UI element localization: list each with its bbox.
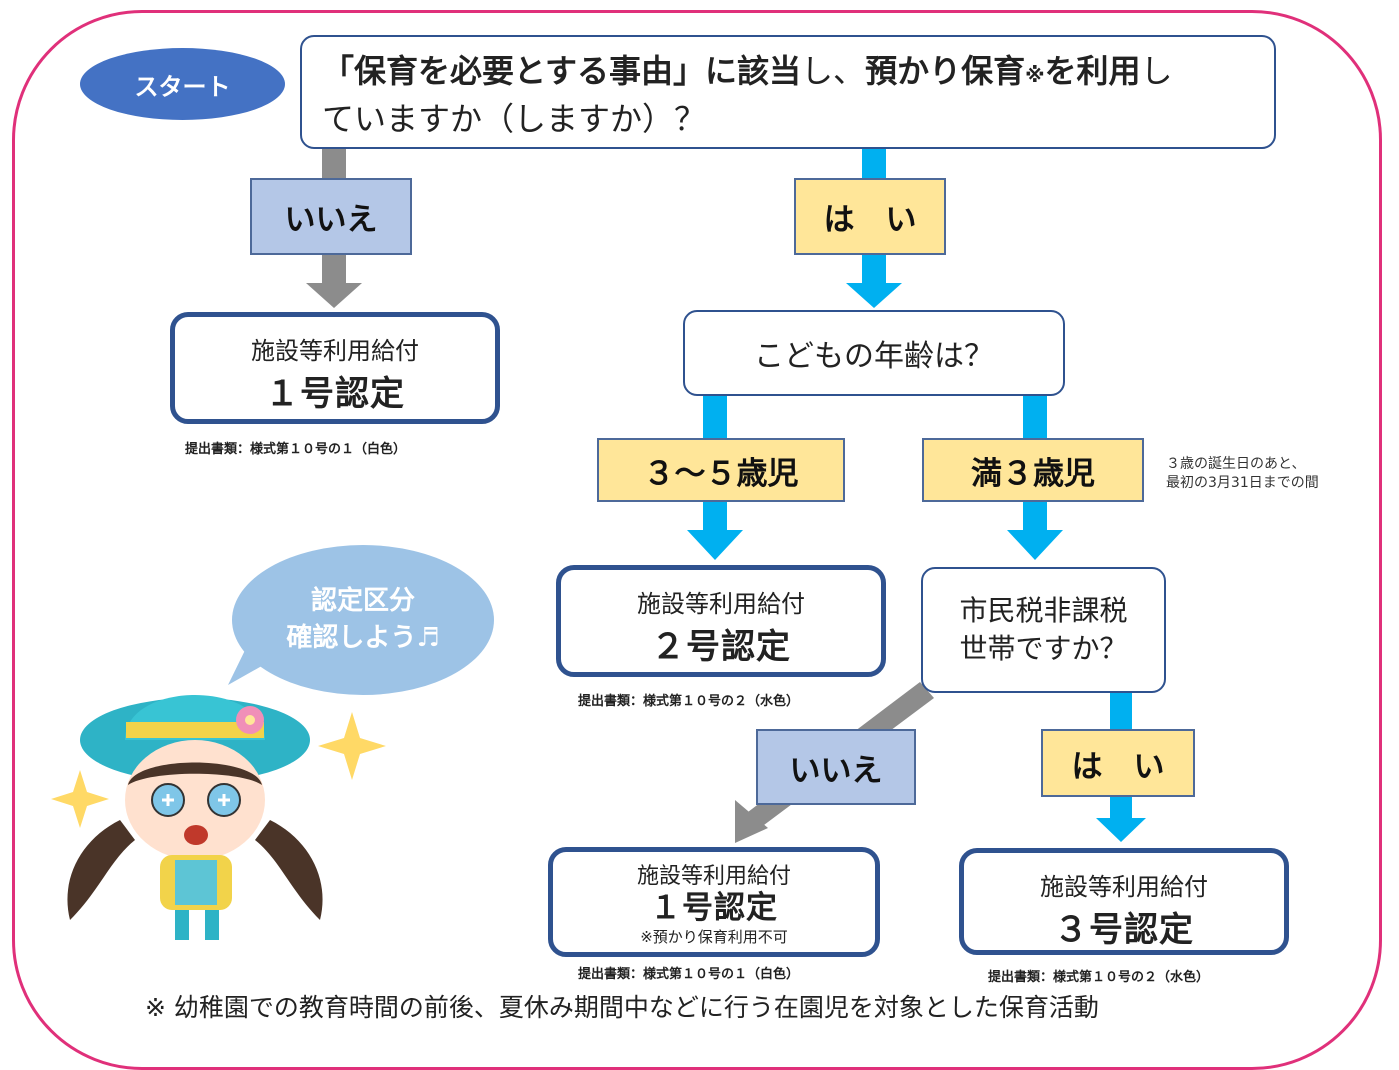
result1-doc: 提出書類：様式第１０号の１（白色） xyxy=(185,442,407,457)
arrow-blue-6-head xyxy=(1007,530,1063,560)
mascot-illustration xyxy=(51,695,386,940)
arrow-blue-3 xyxy=(703,396,727,438)
question1-part5: し xyxy=(1140,52,1173,90)
arrow-gray-diag-head xyxy=(735,800,768,843)
question1-part1: 「保育を必要とする事由」に該当 xyxy=(322,52,802,90)
question1-part3: 預かり保育 xyxy=(865,52,1026,90)
arrow-gray-1 xyxy=(322,148,346,178)
answer-no-1: いいえ xyxy=(250,178,412,255)
result-box-3: 施設等利用給付 ３号認定 xyxy=(959,848,1289,955)
start-badge: スタート xyxy=(80,48,285,120)
arrow-blue-6 xyxy=(1023,502,1047,532)
arrow-gray-2-head xyxy=(306,283,362,308)
result2-doc: 提出書類：様式第１０号の２（水色） xyxy=(578,694,800,709)
question-box-2: こどもの年齢は？ xyxy=(683,310,1065,396)
age-full3-box: 満３歳児 xyxy=(922,438,1144,502)
speech-bubble: 認定区分 確認しよう♬ xyxy=(232,545,494,695)
question-box-1: 「保育を必要とする事由」に該当し、預かり保育※を利用し ていますか（しますか）？ xyxy=(300,35,1276,149)
bubble-line1: 認定区分 xyxy=(310,586,415,616)
age-3-5-box: ３～５歳児 xyxy=(597,438,845,502)
result-box-1b: 施設等利用給付 １号認定 ※預かり保育利用不可 xyxy=(548,847,880,957)
result1-big: １号認定 xyxy=(265,374,405,414)
arrow-blue-7 xyxy=(1110,693,1132,729)
arrow-blue-5-head xyxy=(687,530,743,560)
result-box-2: 施設等利用給付 ２号認定 xyxy=(556,565,886,677)
result-box-1: 施設等利用給付 １号認定 xyxy=(170,312,500,424)
start-label: スタート xyxy=(134,72,231,101)
arrow-blue-5 xyxy=(703,502,727,532)
bubble-line2: 確認しよう♬ xyxy=(286,623,440,653)
result1b-title: 施設等利用給付 xyxy=(636,864,791,889)
result3-doc: 提出書類：様式第１０号の２（水色） xyxy=(988,970,1210,985)
result2-big: ２号認定 xyxy=(651,627,791,667)
question1-part2: し、 xyxy=(801,52,866,90)
question1-line2: ていますか（しますか）？ xyxy=(322,100,707,138)
arrow-blue-2 xyxy=(862,255,886,285)
result1-title: 施設等利用給付 xyxy=(251,337,419,365)
arrow-gray-2 xyxy=(322,255,346,285)
question3-line1: 市民税非課税 xyxy=(959,594,1128,627)
age-note: ３歳の誕生日のあと、 最初の3月31日までの間 xyxy=(1166,455,1319,493)
age-note-line2: 最初の3月31日までの間 xyxy=(1166,475,1319,491)
result1b-note: ※預かり保育利用不可 xyxy=(640,928,788,946)
arrow-blue-1 xyxy=(862,148,886,178)
question1-part4: を利用 xyxy=(1044,52,1141,90)
arrow-blue-4 xyxy=(1023,396,1047,438)
footnote: ※ 幼稚園での教育時間の前後、夏休み期間中などに行う在園児を対象とした保育活動 xyxy=(145,993,1099,1022)
result1b-big: １号認定 xyxy=(650,890,778,926)
arrow-blue-2-head xyxy=(846,283,902,308)
age-note-line1: ３歳の誕生日のあと、 xyxy=(1166,456,1306,472)
question1-mark: ※ xyxy=(1025,63,1045,87)
arrow-blue-8-head xyxy=(1096,818,1146,842)
arrow-blue-8 xyxy=(1110,797,1132,819)
question-box-3: 市民税非課税 世帯ですか？ xyxy=(921,567,1166,693)
question1-line1: 「保育を必要とする事由」に該当し、預かり保育※を利用し xyxy=(322,49,1254,97)
answer-yes-2: は い xyxy=(1041,729,1195,797)
result2-title: 施設等利用給付 xyxy=(637,590,805,618)
sparkle-right-icon xyxy=(318,712,386,780)
question3-line2: 世帯ですか？ xyxy=(959,632,1128,665)
result3-big: ３号認定 xyxy=(1054,910,1194,950)
result1b-doc: 提出書類：様式第１０号の１（白色） xyxy=(578,967,800,982)
result3-title: 施設等利用給付 xyxy=(1040,873,1208,901)
answer-yes-1: は い xyxy=(794,178,946,255)
sparkle-left-icon xyxy=(51,770,109,828)
answer-no-2: いいえ xyxy=(756,729,916,805)
